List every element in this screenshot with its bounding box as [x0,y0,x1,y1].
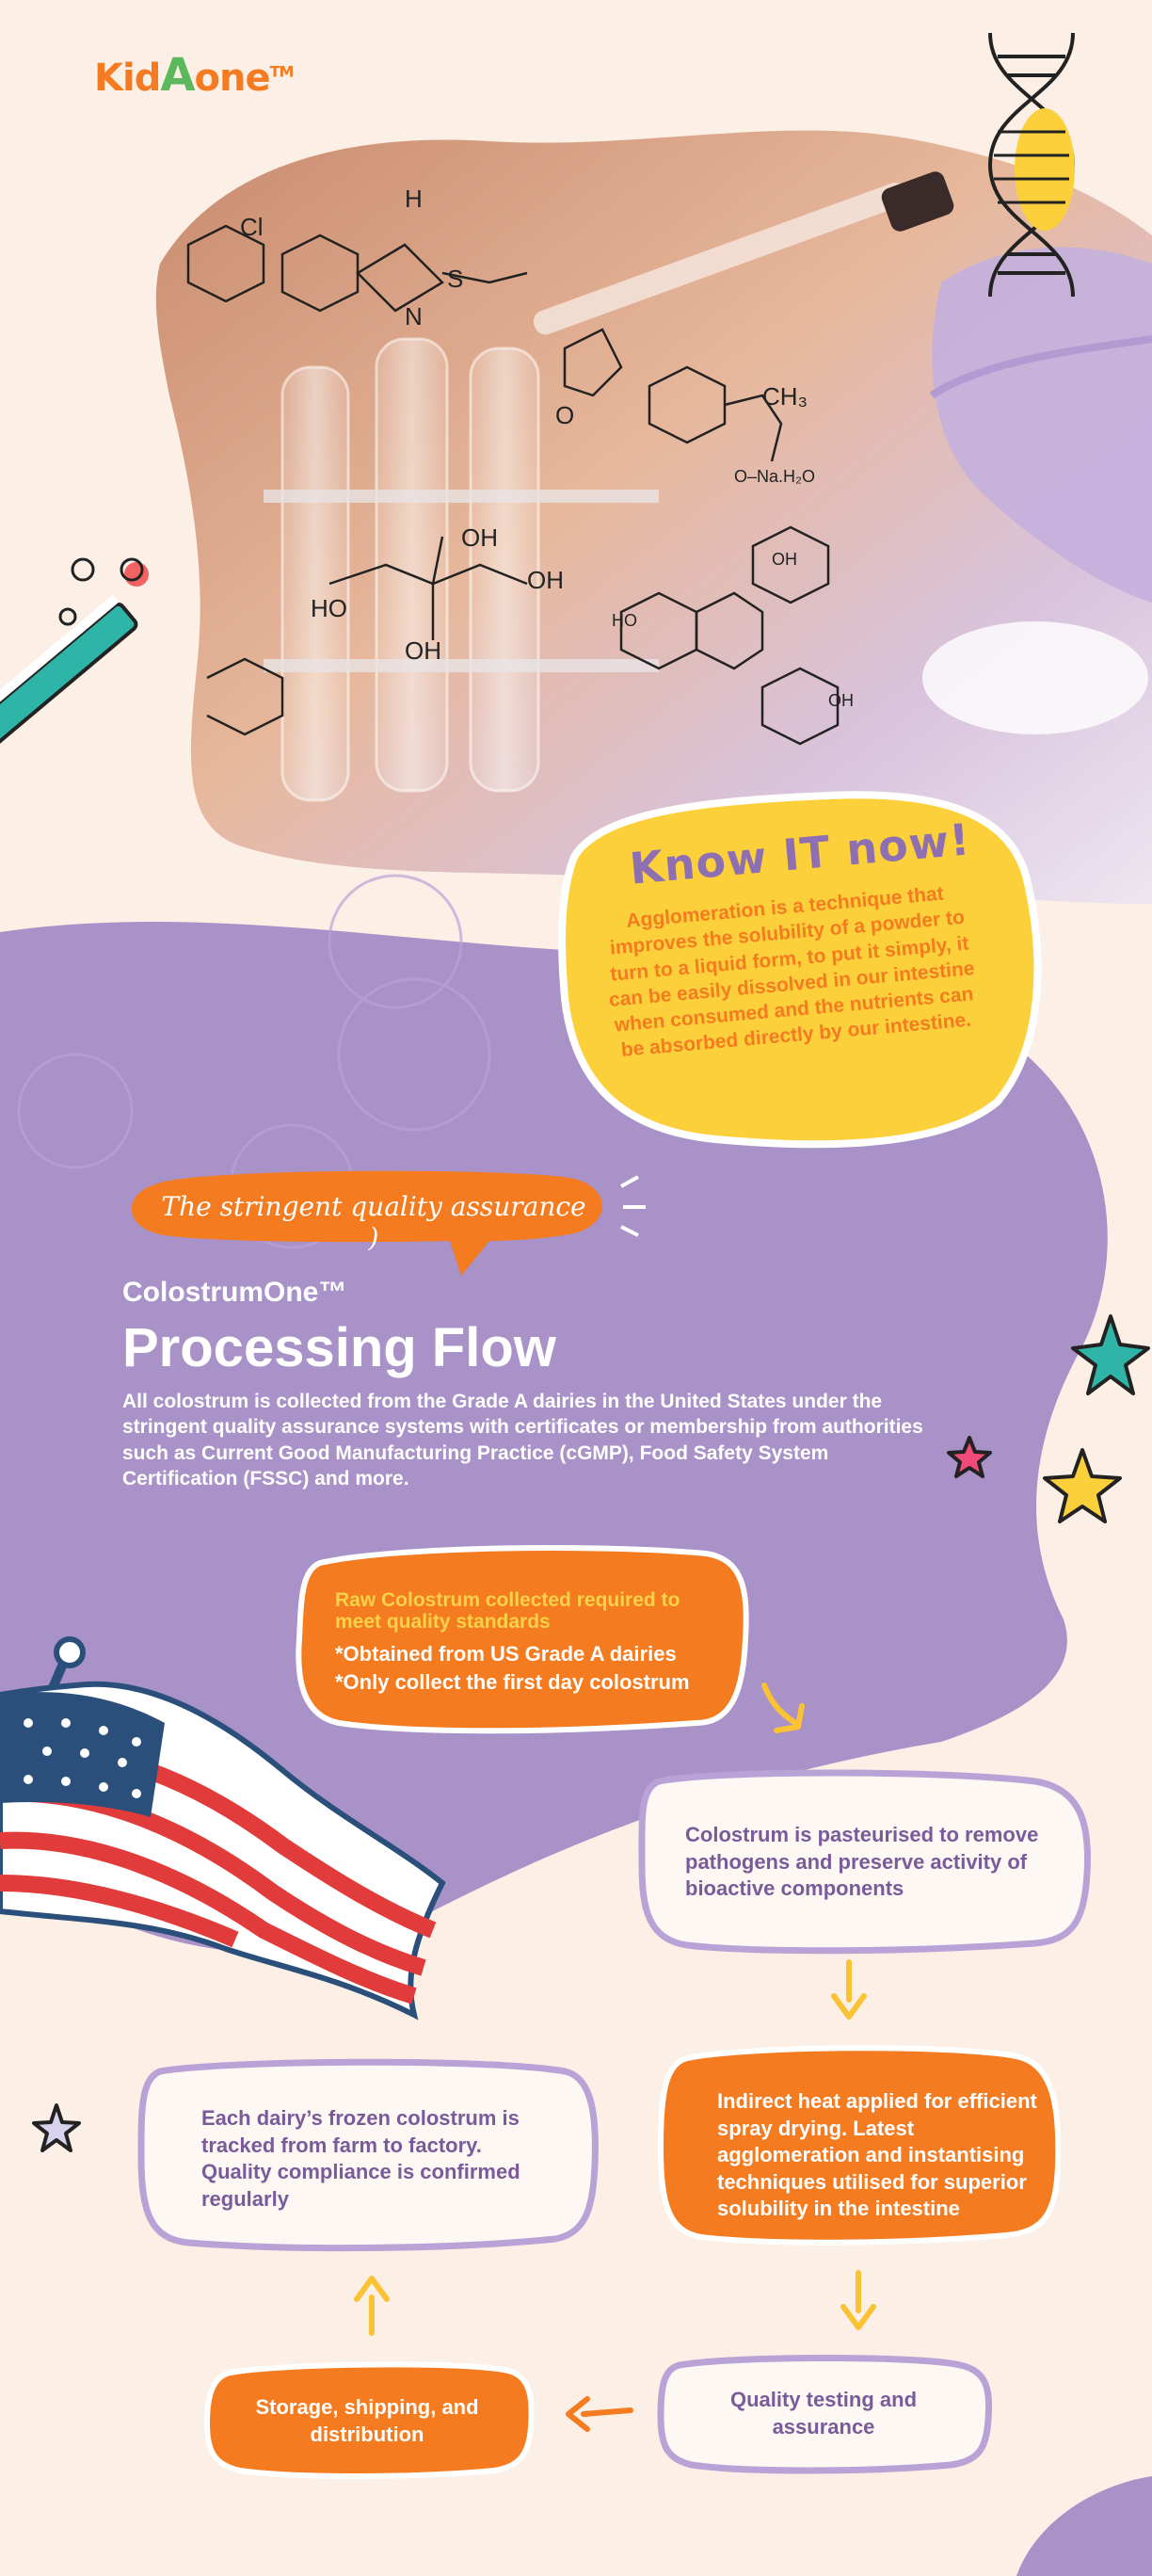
svg-text:N: N [405,302,423,330]
svg-text:O–Na.H₂O: O–Na.H₂O [734,467,815,486]
svg-text:OH: OH [405,636,441,665]
step5-text: Quality testing and assurance [729,2388,918,2439]
step1-bg [296,1545,749,1734]
svg-text:Cl: Cl [240,213,264,241]
know-it-now-text: Agglomeration is a technique that improv… [608,882,976,1062]
flow-arrow-left [566,2396,633,2432]
know-card-bg [558,791,1042,1149]
step6-bg [203,2361,535,2479]
intro-paragraph: All colostrum is collected from the Grad… [122,1391,923,1489]
step1-bullet-1: *Obtained from US Grade A dairies [335,1642,677,1666]
step4-bg [137,2058,599,2252]
logo-text: Kid [94,56,161,100]
flow-arrows [354,1682,876,2336]
svg-text:OH: OH [527,566,564,594]
logo-text: one [194,56,271,100]
svg-text:OH: OH [461,523,498,552]
svg-text:O: O [555,401,574,429]
molecule-icon [186,224,840,746]
svg-text:S: S [447,265,463,293]
step3-text: Indirect heat applied for efficient spra… [717,2089,1037,2221]
product-brand: ColostrumOne™ [122,1277,347,1308]
kidaone-logo[interactable]: KidAoneTM [94,49,295,102]
step1-bullet-2: *Only collect the first day colostrum [335,1670,690,1694]
svg-text:OH: OH [828,691,854,710]
dna-highlight [1015,108,1075,231]
star-icons [32,1314,1150,2152]
svg-text:OH: OH [772,550,797,569]
svg-text:HO: HO [311,594,347,622]
logo-letter-a: A [160,49,195,102]
step4-text: Each dairy’s frozen colostrum is tracked… [201,2106,520,2211]
page-title: Processing Flow [122,1317,556,1378]
dropper-icon [533,171,954,335]
test-tube-icon [0,557,149,747]
svg-text:CH₃: CH₃ [762,382,808,411]
svg-text:H: H [405,185,423,213]
step5-bg [657,2355,993,2474]
molecule-labels: Cl H N S O CH₃ O–Na.H₂O OH OH HO OH OH HO OH [240,185,854,710]
step1-title: Raw Colostrum collected required to meet… [335,1589,680,1634]
step6-text: Storage, shipping, and distribution [255,2395,479,2446]
quality-assurance-tag: The stringent quality assurance ) [161,1191,586,1253]
tag-bubble [131,1170,602,1276]
svg-text:HO: HO [612,611,637,630]
tag-burst [620,1175,646,1237]
trademark-mark: TM [269,62,295,81]
glove-hand [932,247,1152,603]
us-flag-icon [0,1636,446,2021]
step2-bg [638,1769,1092,1955]
powder [922,621,1148,734]
corner-blob [1016,2476,1152,2576]
step3-bg [657,2045,1062,2246]
step2-text: Colostrum is pasteurised to remove patho… [685,1823,1039,1901]
